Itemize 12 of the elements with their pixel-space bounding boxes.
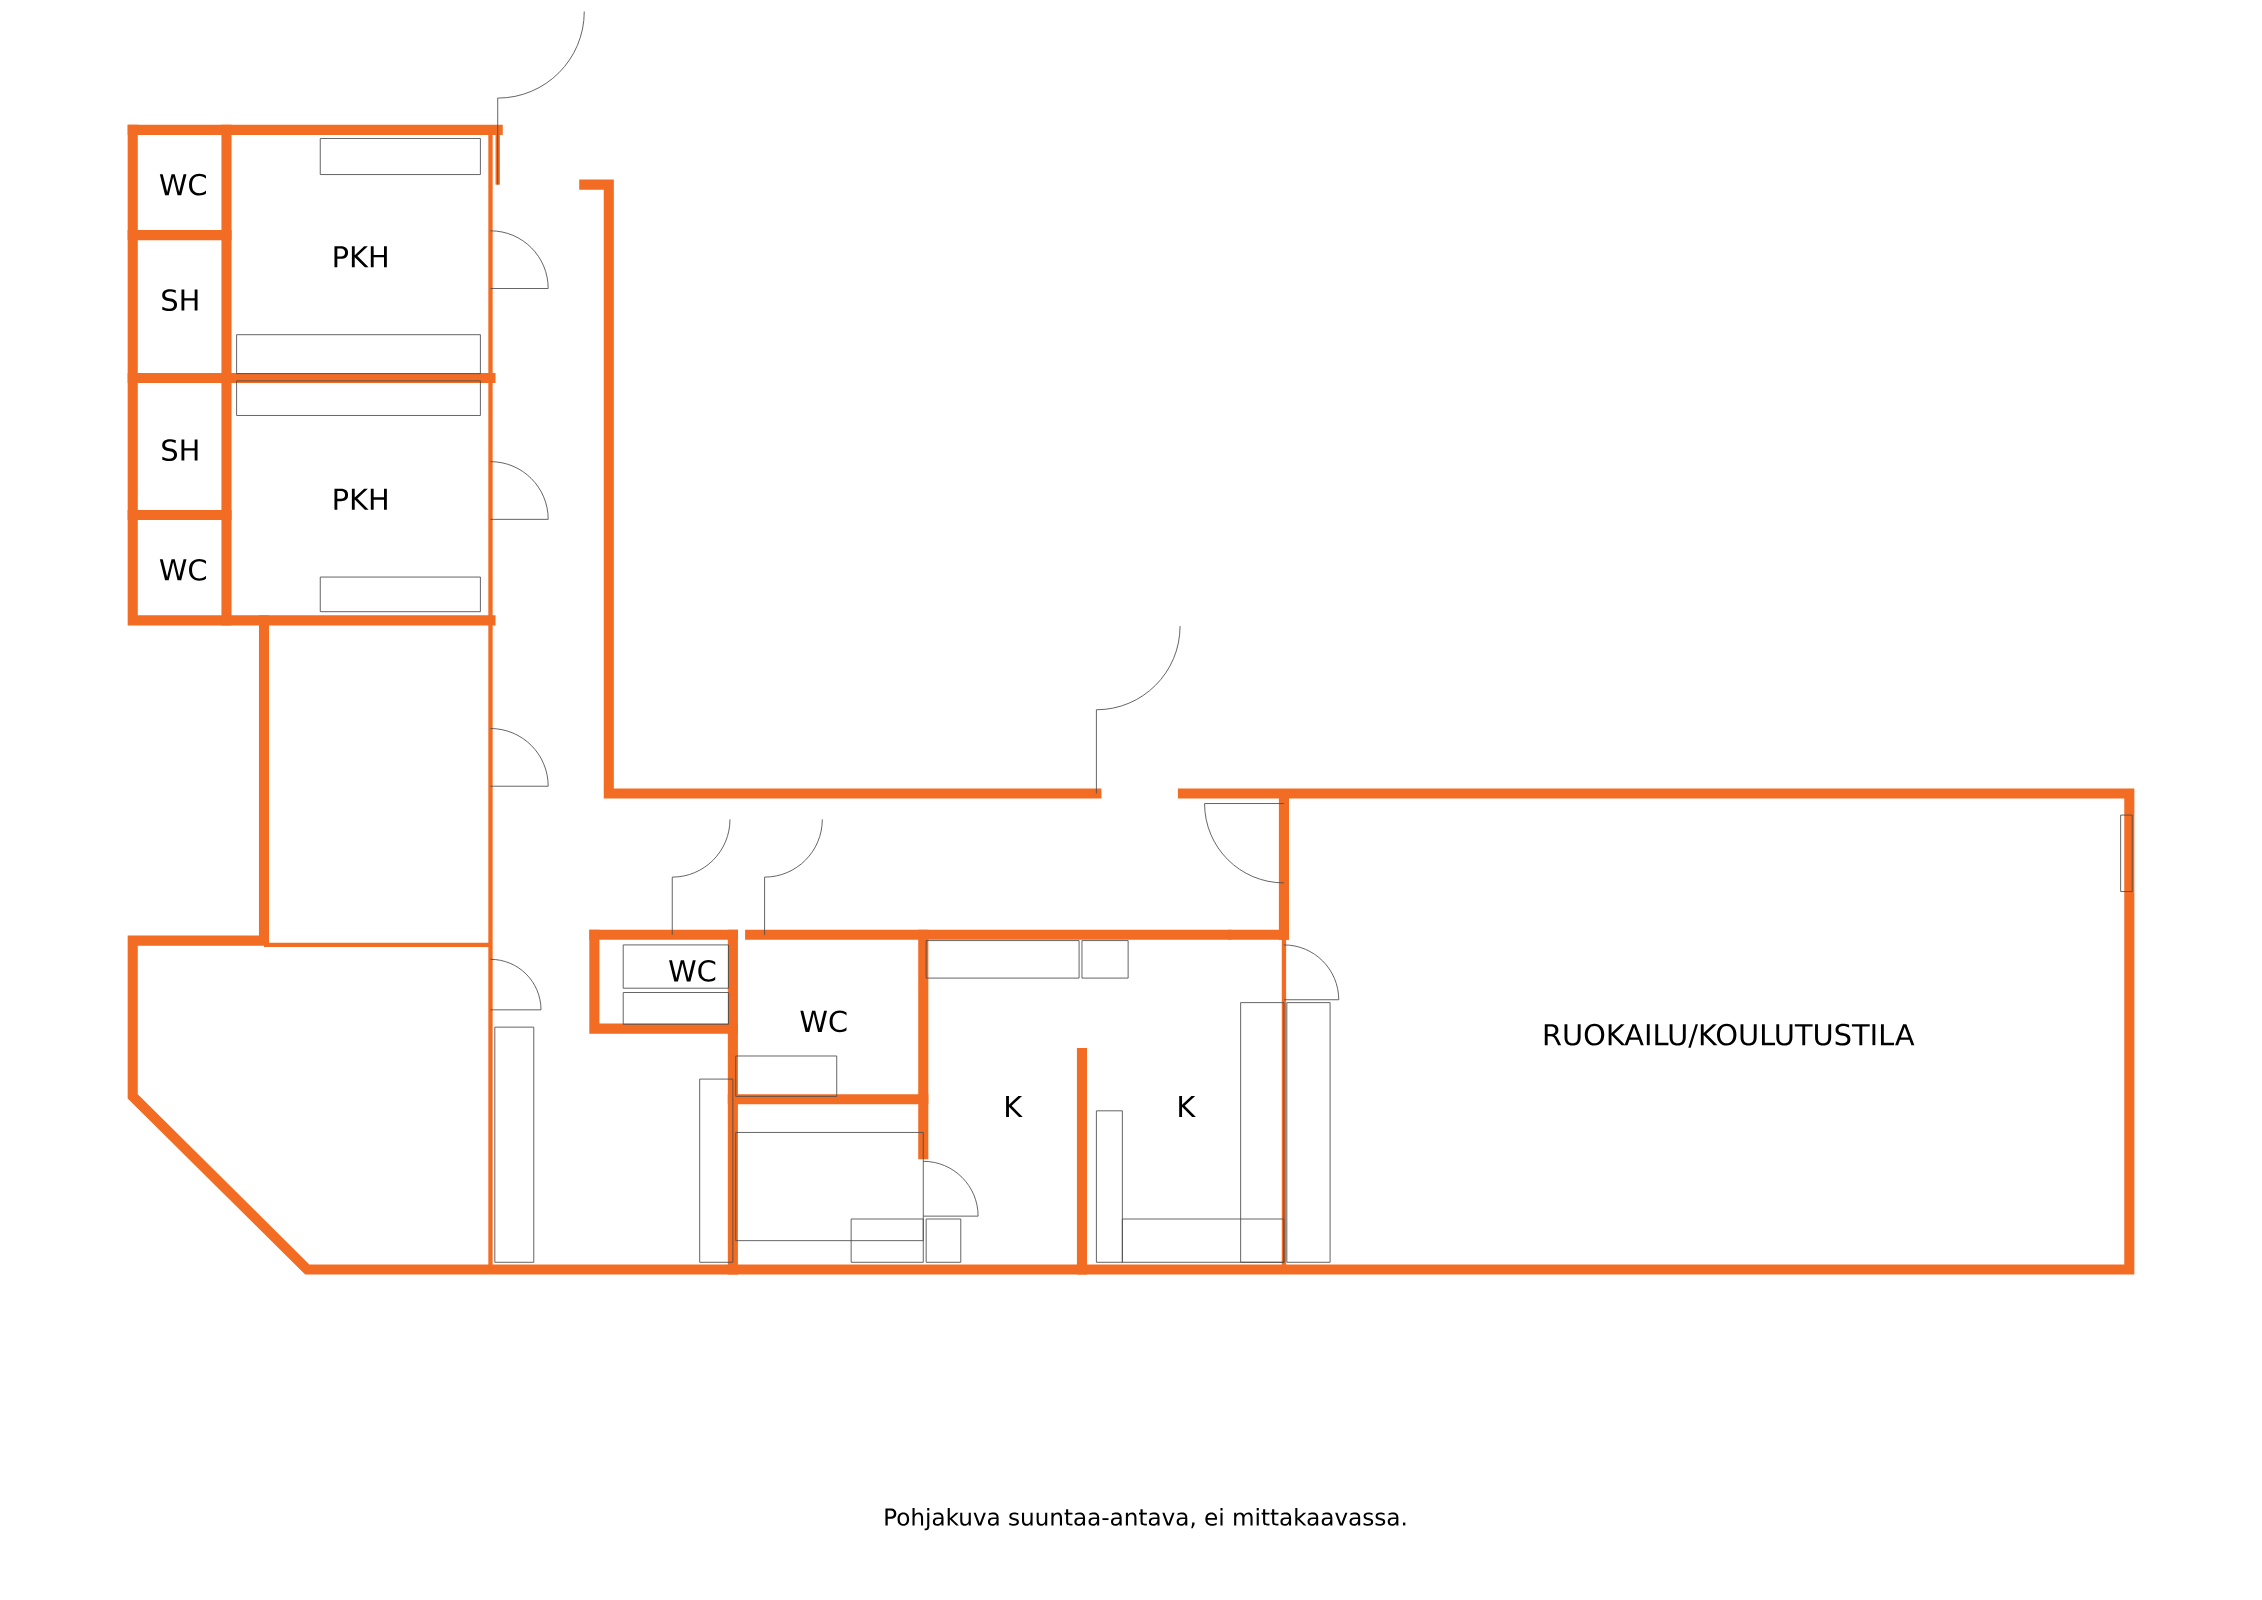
room-label: K [1179,1096,1196,1118]
room-label: WC [669,960,716,982]
room-label: K [1006,1096,1023,1118]
room-label: RUOKAILU/KOULUTUSTILA [1544,1023,1915,1048]
room-label: WC [159,173,206,196]
room-label: SH [162,439,198,462]
note-text: Pohjakuva suuntaa-antava, ei mittakaavassa. [885,1508,1406,1531]
room-label: PKH [334,246,387,268]
room-label: PKH [334,488,387,510]
room-label: WC [800,1010,847,1033]
room-label: SH [162,289,198,312]
room-label: WC [159,559,206,581]
